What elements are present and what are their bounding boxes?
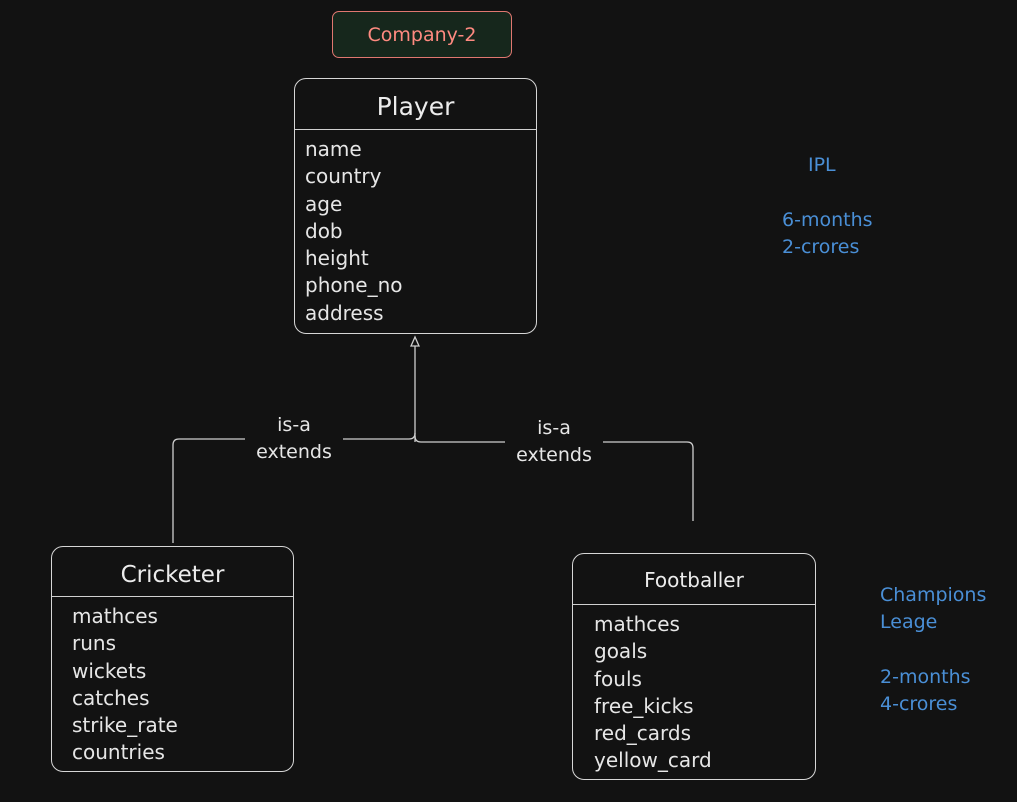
- attribute: address: [305, 300, 384, 325]
- attribute: phone_no: [305, 273, 403, 298]
- note-champions-title-line2[interactable]: Leage: [880, 611, 938, 633]
- note-champions-price[interactable]: 4-crores: [880, 693, 958, 715]
- class-cricketer-name: Cricketer: [120, 562, 225, 588]
- attribute: wickets: [72, 658, 147, 683]
- note-ipl-price[interactable]: 2-crores: [782, 236, 860, 258]
- diagram-title-text: Company-2: [367, 23, 477, 46]
- class-footballer-attributes: mathces goals fouls free_kicks red_cards…: [573, 605, 815, 775]
- attribute: height: [305, 246, 369, 271]
- class-footballer-divider: [573, 604, 815, 605]
- note-champions-title-line1[interactable]: Champions: [880, 584, 987, 606]
- class-cricketer[interactable]: Cricketer mathces runs wickets catches s…: [51, 546, 294, 772]
- attribute: yellow_card: [594, 748, 712, 773]
- relation-label-cricketer[interactable]: is-a extends: [245, 412, 343, 466]
- class-player[interactable]: Player name country age dob height phone…: [294, 78, 537, 334]
- attribute: runs: [72, 631, 116, 656]
- attribute: country: [305, 164, 382, 189]
- attribute: catches: [72, 685, 150, 710]
- class-player-divider: [295, 129, 536, 130]
- attribute: mathces: [72, 604, 158, 628]
- attribute: name: [305, 137, 362, 161]
- diagram-title[interactable]: Company-2: [332, 11, 512, 58]
- relation-label-line1: is-a: [277, 414, 311, 436]
- connector-cricketer-player: [172, 432, 416, 543]
- class-footballer-name: Footballer: [644, 568, 744, 592]
- attribute: dob: [305, 218, 343, 243]
- connector-footballer-player: [414, 435, 694, 521]
- relation-label-line1: is-a: [537, 417, 571, 439]
- class-footballer[interactable]: Footballer mathces goals fouls free_kick…: [572, 553, 816, 780]
- note-ipl-title[interactable]: IPL: [808, 154, 836, 176]
- note-champions-duration[interactable]: 2-months: [880, 666, 971, 688]
- attribute: free_kicks: [594, 693, 694, 718]
- attribute: goals: [594, 639, 648, 664]
- class-cricketer-divider: [52, 596, 293, 597]
- attribute: red_cards: [594, 721, 692, 746]
- attribute: mathces: [594, 612, 680, 636]
- attribute: strike_rate: [72, 713, 178, 738]
- attribute: fouls: [594, 666, 642, 691]
- relation-label-line2: extends: [516, 444, 592, 466]
- inheritance-arrowhead: [409, 335, 421, 347]
- attribute: age: [305, 191, 343, 216]
- note-ipl-duration[interactable]: 6-months: [782, 209, 873, 231]
- relation-label-footballer[interactable]: is-a extends: [505, 415, 603, 469]
- class-player-attributes: name country age dob height phone_no add…: [295, 130, 536, 327]
- attribute: countries: [72, 740, 165, 765]
- relation-label-line2: extends: [256, 441, 332, 463]
- class-player-name: Player: [376, 92, 455, 121]
- class-cricketer-attributes: mathces runs wickets catches strike_rate…: [52, 597, 293, 767]
